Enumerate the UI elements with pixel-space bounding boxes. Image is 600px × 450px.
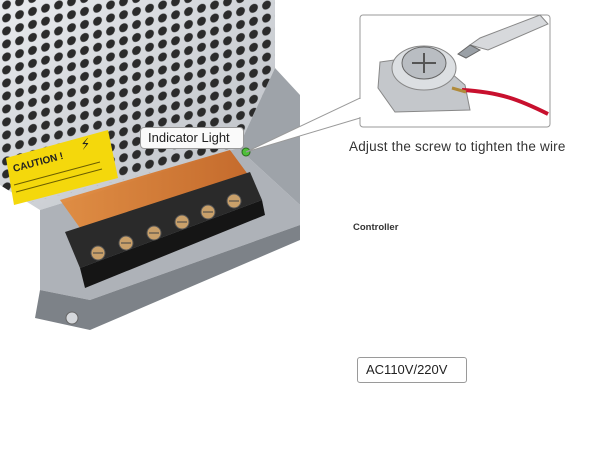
terminal-cover <box>60 150 252 235</box>
psu-side-panel <box>238 68 300 205</box>
screwdriver-icon <box>457 14 549 59</box>
ac-input-label-box <box>357 357 467 383</box>
screw-adjust-caption: Adjust the screw to tighten the wire <box>349 139 566 154</box>
warning-bolt-icon: ⚡ <box>79 136 93 154</box>
ac-input-label: AC110V/220V <box>366 362 448 377</box>
psu-bottom-rail <box>35 225 300 330</box>
indicator-light-label: Indicator Light <box>148 130 230 145</box>
caution-label: CAUTION ! ⚡ <box>6 130 118 205</box>
controller-label: Controller <box>353 222 399 233</box>
indicator-light-label-box <box>140 127 244 149</box>
mounting-screw-icon <box>65 311 79 325</box>
caution-fine-print <box>13 161 101 186</box>
terminal-block <box>65 172 262 268</box>
wire-closeup <box>461 88 549 116</box>
screw-callout <box>245 14 551 153</box>
terminal-screw-closeup <box>377 45 549 116</box>
power-supply-unit: CAUTION ! ⚡ <box>0 0 300 330</box>
terminal-screws <box>90 193 242 261</box>
